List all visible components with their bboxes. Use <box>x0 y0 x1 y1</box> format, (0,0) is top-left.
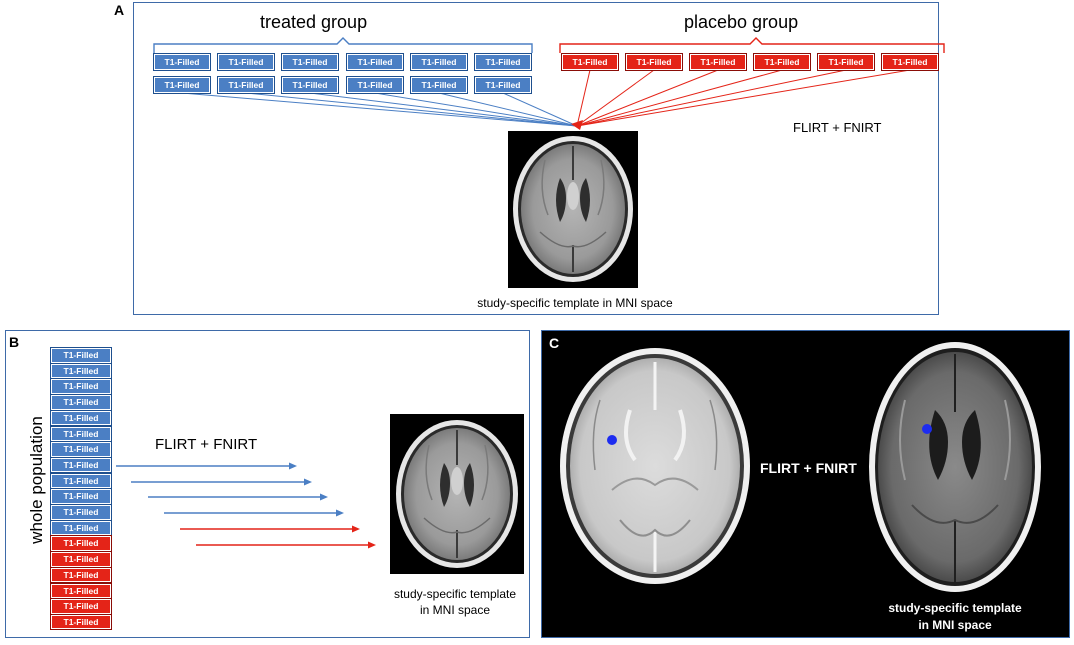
convergence-arrowhead <box>571 120 583 130</box>
treated-box: T1-Filled <box>153 76 211 94</box>
population-box: T1-Filled <box>50 347 112 364</box>
population-box: T1-Filled <box>50 519 112 537</box>
treated-box: T1-Filled <box>281 76 339 94</box>
treated-lines <box>181 92 578 127</box>
population-box: T1-Filled <box>50 409 112 427</box>
treated-box: T1-Filled <box>153 53 211 71</box>
population-box: T1-Filled <box>50 598 112 615</box>
placebo-box: T1-Filled <box>817 53 875 71</box>
treated-box: T1-Filled <box>474 53 532 71</box>
brain-template-a <box>508 131 638 288</box>
placebo-brace <box>559 37 945 53</box>
placebo-group-title: placebo group <box>684 12 799 32</box>
population-box: T1-Filled <box>50 488 112 505</box>
brain-template-c <box>869 342 1041 592</box>
placebo-lines <box>576 69 911 127</box>
population-box: T1-Filled <box>50 535 112 552</box>
registration-arrow <box>164 509 344 517</box>
treated-box: T1-Filled <box>281 53 339 71</box>
treated-box: T1-Filled <box>217 76 275 94</box>
registration-arrow <box>180 525 360 533</box>
panel-a-label: A <box>114 2 125 18</box>
panel-b-caption-line2: in MNI space <box>419 603 491 617</box>
placebo-box: T1-Filled <box>881 53 939 71</box>
panel-a-caption: study-specific template in MNI space <box>477 296 673 310</box>
placebo-box: T1-Filled <box>753 53 811 71</box>
population-box: T1-Filled <box>50 378 112 395</box>
population-box: T1-Filled <box>50 613 112 631</box>
treated-group-title: treated group <box>260 12 368 32</box>
treated-box: T1-Filled <box>410 53 468 71</box>
panel-b <box>5 330 530 638</box>
treated-box: T1-Filled <box>346 53 404 71</box>
placebo-box: T1-Filled <box>625 53 683 71</box>
population-box: T1-Filled <box>50 425 112 442</box>
registration-arrow <box>196 541 376 549</box>
treated-box: T1-Filled <box>346 76 404 94</box>
panel-a-method: FLIRT + FNIRT <box>793 120 882 135</box>
placebo-box: T1-Filled <box>689 53 747 71</box>
registration-arrow <box>148 493 328 501</box>
panel-b-method: FLIRT + FNIRT <box>155 436 258 453</box>
population-box: T1-Filled <box>50 362 112 380</box>
panel-a <box>133 2 939 315</box>
lesion-marker-patient <box>607 435 617 445</box>
brain-template-b <box>390 414 524 574</box>
registration-arrow <box>116 462 297 470</box>
lesion-marker-template <box>922 424 932 434</box>
patient-t2-brain <box>560 348 750 584</box>
population-box: T1-Filled <box>50 441 112 458</box>
panel-c-caption-line1: study-specific template <box>888 601 1022 615</box>
panel-b-caption-line1: study-specific template <box>393 587 517 601</box>
panel-c-method: FLIRT + FNIRT <box>760 460 857 476</box>
population-box: T1-Filled <box>50 394 112 411</box>
treated-brace <box>153 37 533 53</box>
registration-arrow <box>131 478 312 486</box>
population-box: T1-Filled <box>50 472 112 490</box>
population-box: T1-Filled <box>50 551 112 568</box>
panel-c-label: C <box>549 335 560 351</box>
treated-box: T1-Filled <box>474 76 532 94</box>
population-box: T1-Filled <box>50 504 112 521</box>
population-box: T1-Filled <box>50 566 112 584</box>
panel-b-label: B <box>9 334 20 350</box>
population-box: T1-Filled <box>50 582 112 599</box>
treated-box: T1-Filled <box>217 53 275 71</box>
panel-c-caption-line2: in MNI space <box>918 618 992 632</box>
population-box: T1-Filled <box>50 456 112 474</box>
placebo-box: T1-Filled <box>561 53 619 71</box>
treated-box: T1-Filled <box>410 76 468 94</box>
